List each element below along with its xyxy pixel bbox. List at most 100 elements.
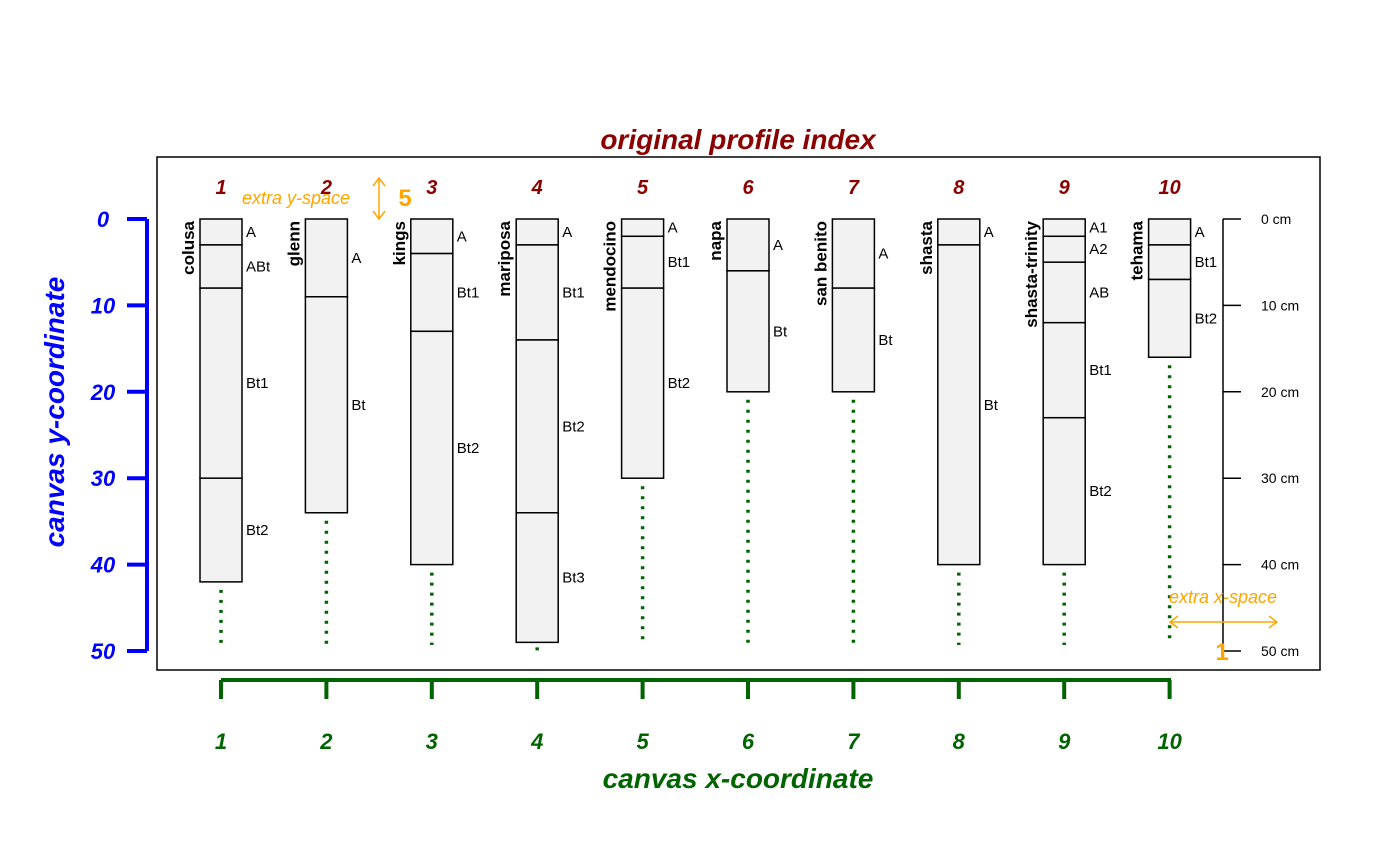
horizon-block [620,218,665,238]
profile-name-label: colusa [179,220,198,274]
x-axis-label: canvas x-coordinate [603,763,874,794]
profile-name-label: kings [390,221,409,265]
horizon-label: Bt2 [562,418,585,435]
horizon-label: Bt1 [668,254,691,271]
horizon-label: A [457,228,467,245]
profile-index-label: 9 [1059,177,1071,199]
horizon-block [1042,321,1086,419]
horizon-label: Bt1 [1089,362,1112,379]
horizon-block [515,512,559,644]
horizon-label: Bt1 [457,284,480,301]
horizon-block [831,287,876,393]
extra-x-space-arrowhead-left [1168,615,1179,629]
horizon-block [1042,261,1086,324]
horizon-label: A [351,250,361,267]
horizon-block [515,339,559,514]
x-axis-tick-label: 2 [319,729,333,754]
horizon-block [831,218,876,289]
y-axis-tick-label: 30 [91,466,116,491]
horizon-label: A [1195,224,1205,241]
horizon-block [515,218,559,246]
horizon-label: ABt [246,259,271,276]
horizon-label: Bt [878,332,893,349]
horizon-block [726,218,770,272]
depth-axis-label: 40 cm [1261,557,1299,573]
extra-x-space-label: extra x-space [1169,587,1277,607]
horizon-label: Bt2 [1089,483,1112,500]
horizon-block [1147,218,1192,246]
profile-index-label: 10 [1158,177,1180,199]
figure-title: original profile index [600,124,877,155]
horizon-label: Bt2 [457,440,480,457]
depth-axis-label: 50 cm [1261,643,1299,659]
x-axis-tick-label: 7 [847,729,861,754]
profile-index-label: 3 [426,177,437,199]
horizon-block [1147,244,1192,281]
horizon-block [1147,278,1192,358]
profile-index-label: 2 [320,177,332,199]
profile-name-label: glenn [284,221,303,266]
profile-name-label: mendocino [601,221,620,312]
y-axis-tick-label: 50 [91,639,116,664]
profile-name-label: tehama [1128,220,1147,280]
horizon-label: A [773,237,783,254]
horizon-label: AB [1089,284,1109,301]
profile-name-label: shasta-trinity [1022,220,1041,327]
horizon-block [410,218,454,255]
horizon-block [1042,416,1086,566]
x-axis-tick-label: 9 [1058,729,1071,754]
extra-x-space-value: 1 [1215,639,1228,666]
profile-index-label: 7 [848,177,860,199]
horizon-label: A [668,220,678,237]
horizon-block [1042,218,1086,238]
profile-name-label: shasta [917,220,936,274]
depth-axis-label: 20 cm [1261,384,1299,400]
profile-san-benito: 7A Bt san benito [811,177,893,645]
soil-profiles: 1AABtBt1Bt2colusa2ABtglenn3ABt1Bt2kings4… [179,177,1218,651]
depth-axis-label: 0 cm [1261,211,1291,227]
y-axis-tick-label: 20 [90,380,116,405]
horizon-block [937,218,981,246]
horizon-block [726,270,770,393]
x-axis-tick-label: 5 [636,729,649,754]
horizon-block [1042,235,1086,263]
x-axis-tick-label: 1 [215,729,227,754]
x-axis-tick-label: 4 [530,729,543,754]
profile-index-label: 6 [742,177,754,199]
profile-name-label: mariposa [495,220,514,296]
extra-y-space-label: extra y-space [242,188,350,208]
extra-y-space-arrowhead-up [372,176,386,187]
profile-name-label: san benito [811,221,830,306]
horizon-block [410,330,454,566]
x-axis-tick-label: 6 [742,729,755,754]
horizon-label: A [984,224,994,241]
horizon-block [620,287,665,479]
horizon-label: Bt1 [246,375,269,392]
horizon-block [515,244,559,341]
horizon-label: Bt [773,323,788,340]
y-axis-tick-label: 0 [97,207,110,232]
y-axis-tick-label: 40 [90,553,116,578]
horizon-label: Bt1 [562,284,585,301]
horizon-label: A [246,224,256,241]
horizon-block [199,244,243,289]
extra-x-space-arrowhead-right [1268,615,1279,629]
profile-index-label: 8 [953,177,965,199]
horizon-label: A [878,246,888,263]
horizon-label: Bt2 [1195,310,1218,327]
y-axis-label: canvas y-coordinate [39,277,70,548]
profile-index-label: 5 [637,177,649,199]
horizon-label: A2 [1089,241,1107,258]
horizon-label: A [562,224,572,241]
extra-y-space-annotation: extra y-space 5 [242,176,412,221]
extra-y-space-value: 5 [398,185,411,212]
